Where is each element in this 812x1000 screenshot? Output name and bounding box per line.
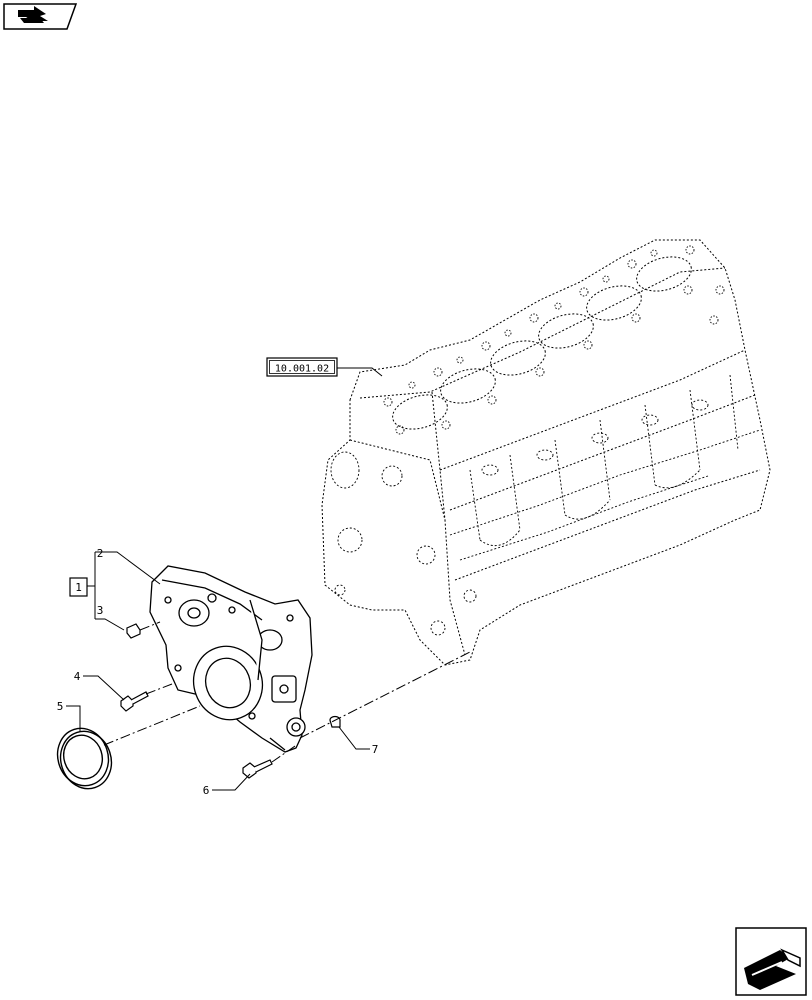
bolt-part xyxy=(120,691,149,712)
arrow-right-icon xyxy=(744,948,801,990)
callout-1[interactable]: 1 xyxy=(75,581,82,594)
cylinder-bores xyxy=(392,256,692,430)
block-side-details xyxy=(330,374,761,636)
callout-7[interactable]: 7 xyxy=(372,743,379,756)
reference-label[interactable]: 10.001.02 xyxy=(275,364,329,375)
timing-cover xyxy=(149,565,313,753)
callout-4[interactable]: 4 xyxy=(74,670,81,683)
callout-6[interactable]: 6 xyxy=(203,784,210,797)
callout-3[interactable]: 3 xyxy=(97,604,104,617)
block-bolt-holes xyxy=(383,245,725,435)
reference-box-inner xyxy=(269,360,335,374)
reference-box xyxy=(266,357,338,377)
seal-ring xyxy=(56,727,113,790)
nav-back-tab[interactable] xyxy=(3,3,78,30)
callout-2[interactable]: 2 xyxy=(97,547,104,560)
plug-part xyxy=(126,623,141,639)
leader-lines xyxy=(66,367,383,791)
nav-forward-box[interactable] xyxy=(735,927,807,996)
group-box xyxy=(69,577,88,597)
engine-block xyxy=(321,239,771,666)
center-lines xyxy=(103,621,471,763)
arrow-left-icon xyxy=(18,6,48,23)
screw-part xyxy=(242,759,273,779)
callout-5[interactable]: 5 xyxy=(57,700,64,713)
